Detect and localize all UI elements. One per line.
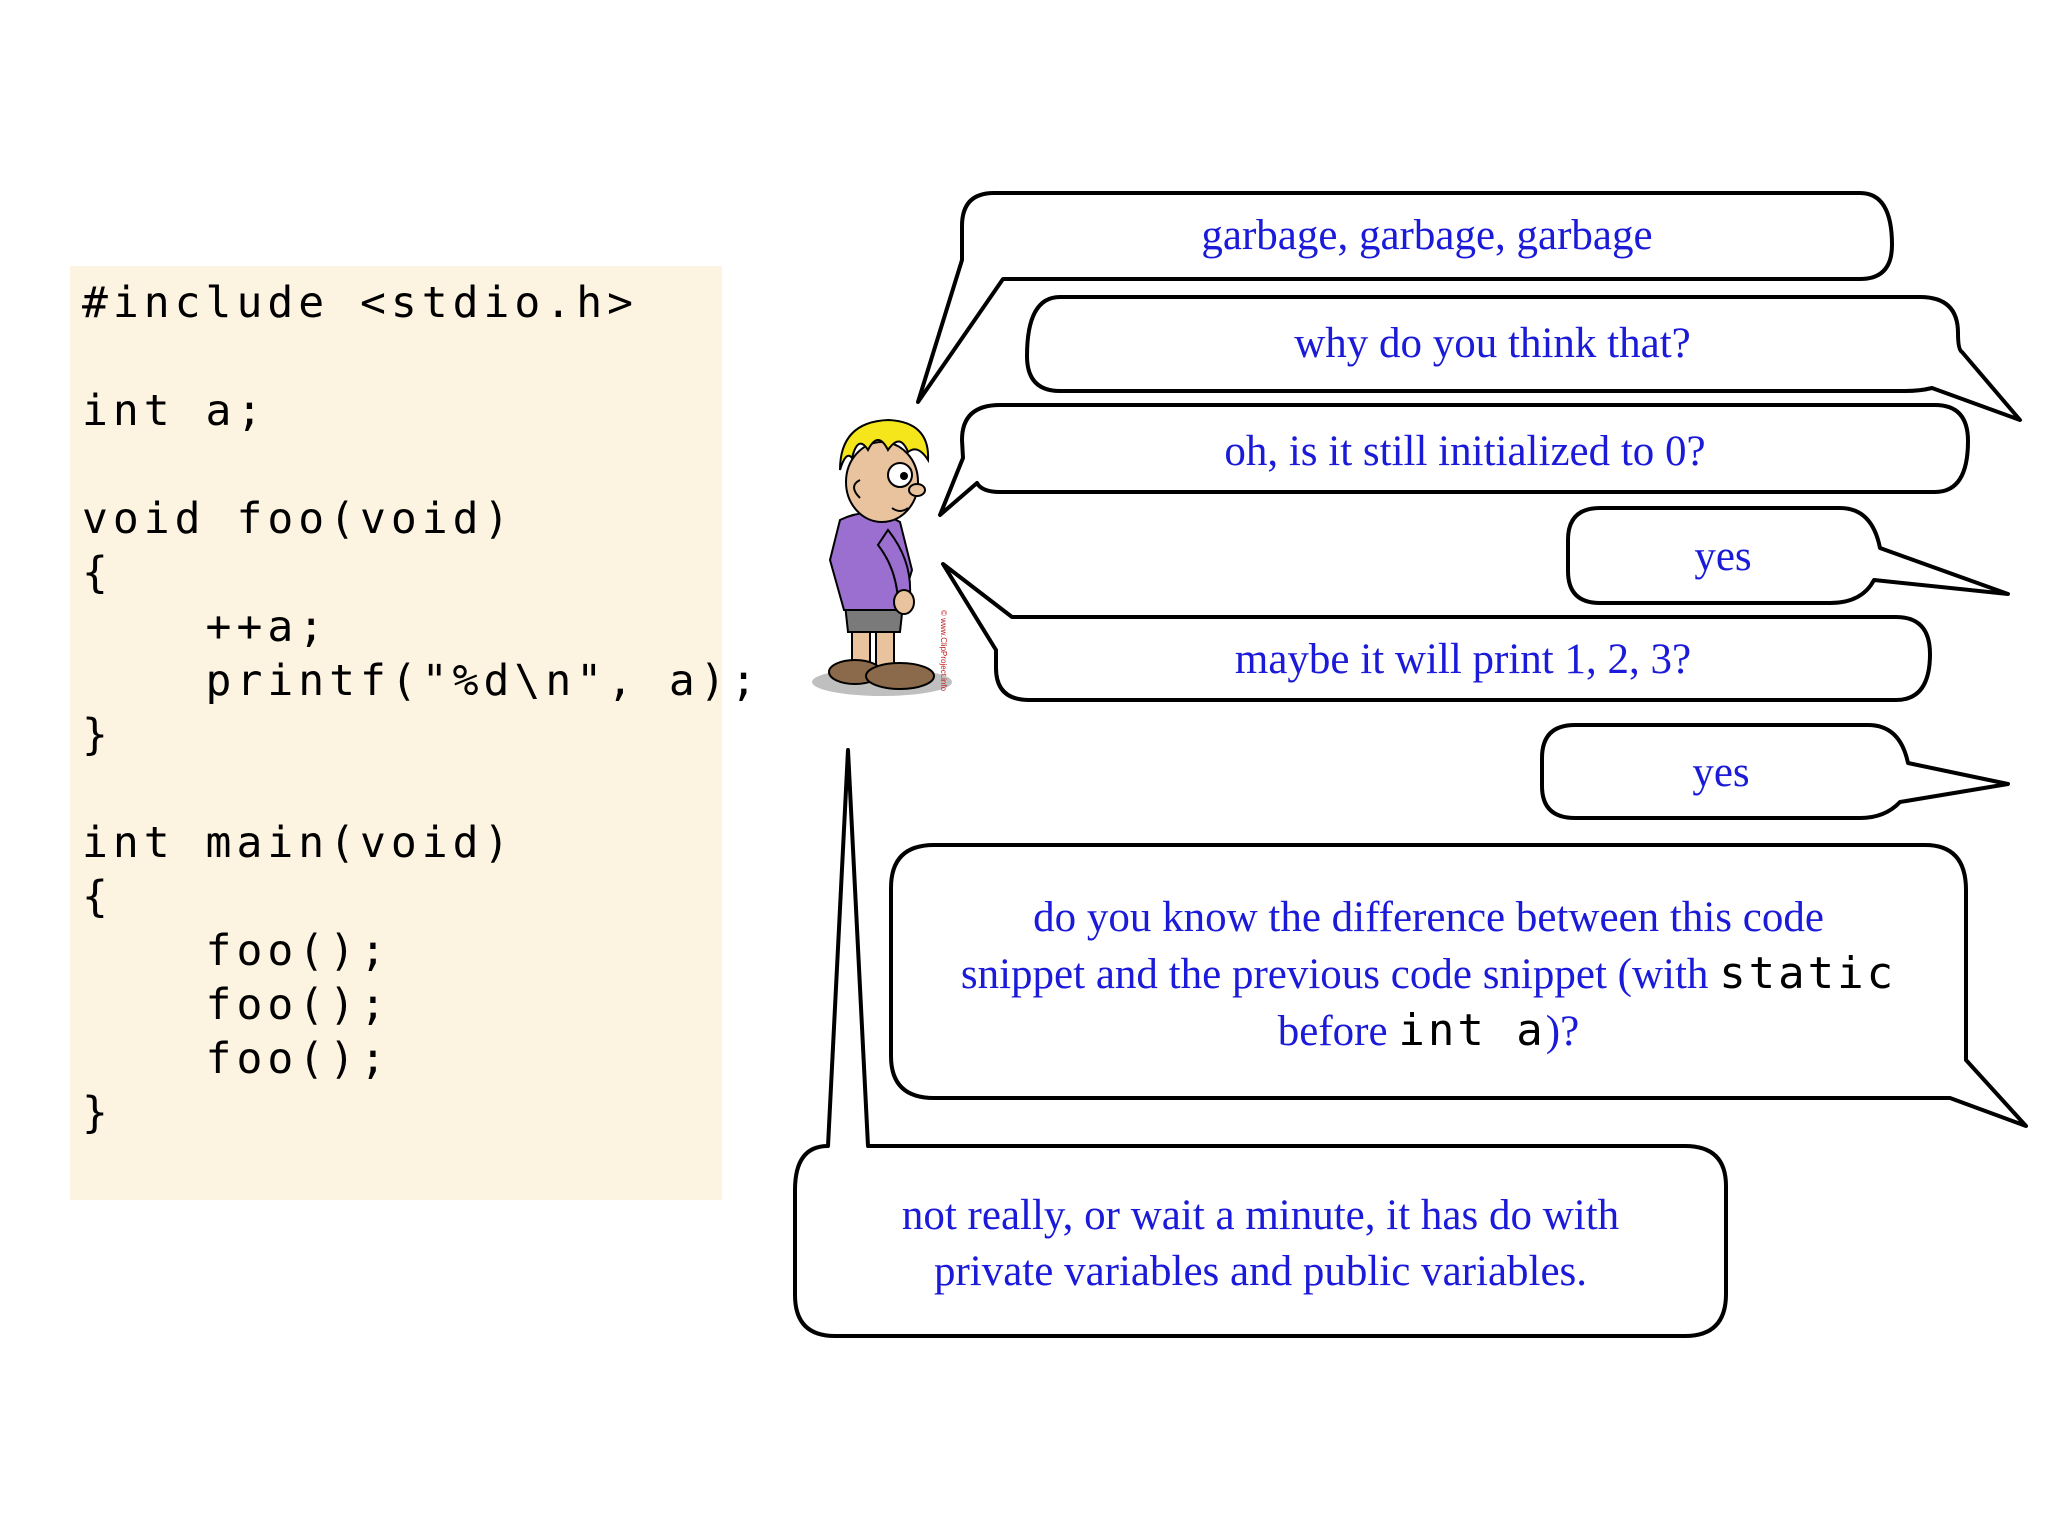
code-line-global-var: int a; [82,386,268,436]
bubble-text-8: not really, or wait a minute, it has do … [795,1188,1726,1300]
code-int-a: int a [1398,1005,1546,1056]
bubble-7-text: before [1277,1008,1399,1055]
bubble-8-line-2: private variables and public variables. [933,1248,1588,1295]
code-line-main-signature: int main(void) [82,818,515,868]
code-line-open-brace: { [82,548,113,598]
bubble-text-4: yes [1694,533,1752,580]
bubble-7-line-2: snippet and the previous code snippet (w… [891,946,1966,1003]
code-line-foo-signature: void foo(void) [82,494,515,544]
bubble-7-line-1: do you know the difference between this … [1033,894,1824,941]
code-line-include: #include <stdio.h> [82,278,638,328]
speech-bubble-8 [793,748,1728,1338]
speech-bubble-2 [1025,295,2022,422]
bubble-8-line-1: not really, or wait a minute, it has do … [901,1192,1620,1239]
speech-bubble-5 [941,562,1932,702]
code-line-foo-call: foo(); [82,1034,391,1084]
code-panel: #include <stdio.h> int a; void foo(void)… [70,266,757,1200]
bubble-text-5: maybe it will print 1, 2, 3? [1234,636,1692,683]
bubble-7-text: snippet and the previous code snippet (w… [960,951,1720,998]
code-keyword-static: static [1719,948,1897,999]
code-line-foo-call: foo(); [82,980,391,1030]
speech-bubble-7 [889,843,2028,1128]
cartoon-boy-illustration [812,418,952,696]
speech-bubble-4 [1566,506,2010,605]
code-line-printf: printf("%d\n", a); [82,656,762,706]
speech-bubble-1 [916,191,1894,404]
bubble-text-6: yes [1692,749,1750,796]
code-line-open-brace: { [82,872,113,922]
speech-bubble-3 [938,403,1970,517]
bubble-7-line-3: before int a)? [891,1003,1966,1060]
speech-bubble-6 [1540,723,2010,820]
bubble-text-2: why do you think that? [1294,320,1691,367]
image-credit: © www.ClipProject.info [939,610,948,692]
code-line-close-brace: } [82,1088,113,1138]
code-line-close-brace: } [82,710,113,760]
code-line-increment: ++a; [82,602,330,652]
bubble-text-3: oh, is it still initialized to 0? [1224,428,1706,475]
code-line-foo-call: foo(); [82,926,391,976]
bubble-text-1: garbage, garbage, garbage [1201,212,1653,259]
bubble-7-text: )? [1545,1008,1580,1055]
bubble-text-7: do you know the difference between this … [891,890,1966,1060]
